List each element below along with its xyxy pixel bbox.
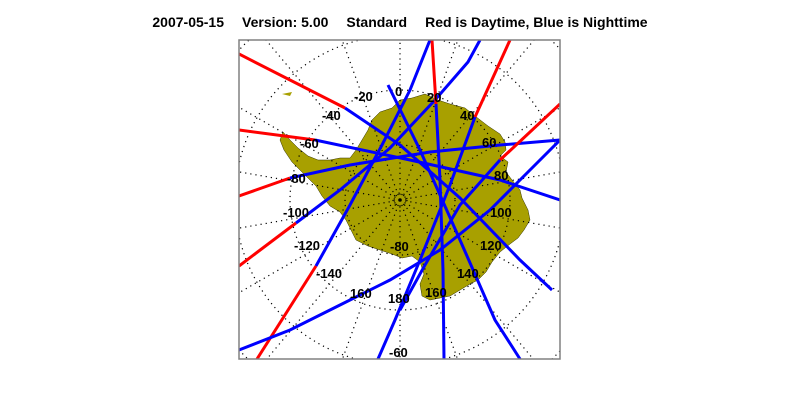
pole-marker <box>398 198 402 202</box>
svg-text:0: 0 <box>395 84 402 99</box>
svg-text:-80: -80 <box>390 239 409 254</box>
svg-text:120: 120 <box>480 238 502 253</box>
svg-text:160: 160 <box>350 286 372 301</box>
svg-text:-80: -80 <box>287 171 306 186</box>
svg-text:100: 100 <box>490 205 512 220</box>
orbit-tracks <box>239 40 560 359</box>
title-version: Version: 5.00 <box>242 14 329 30</box>
svg-text:-120: -120 <box>294 238 320 253</box>
island <box>282 92 292 96</box>
svg-text:20: 20 <box>427 90 441 105</box>
svg-text:140: 140 <box>457 266 479 281</box>
svg-text:160: 160 <box>425 285 447 300</box>
svg-text:80: 80 <box>494 168 508 183</box>
svg-text:-40: -40 <box>322 108 341 123</box>
longitude-labels: 0 20 40 60 80 100 120 140 160 180 160 -1… <box>283 84 512 306</box>
svg-text:-60: -60 <box>300 136 319 151</box>
svg-text:-60: -60 <box>389 345 408 360</box>
title-mode: Standard <box>346 14 408 30</box>
chart-title: 2007-05-15 Version: 5.00 Standard Red is Da… <box>0 14 800 30</box>
svg-text:-140: -140 <box>316 266 342 281</box>
svg-text:-100: -100 <box>283 205 309 220</box>
title-date: 2007-05-15 <box>152 14 225 30</box>
plot-frame <box>238 39 561 360</box>
svg-text:40: 40 <box>460 108 474 123</box>
latitude-labels: -80 -60 <box>389 239 409 360</box>
svg-text:-20: -20 <box>354 89 373 104</box>
svg-text:60: 60 <box>482 135 496 150</box>
title-legend: Red is Daytime, Blue is Nighttime <box>425 14 648 30</box>
svg-text:180: 180 <box>388 291 410 306</box>
